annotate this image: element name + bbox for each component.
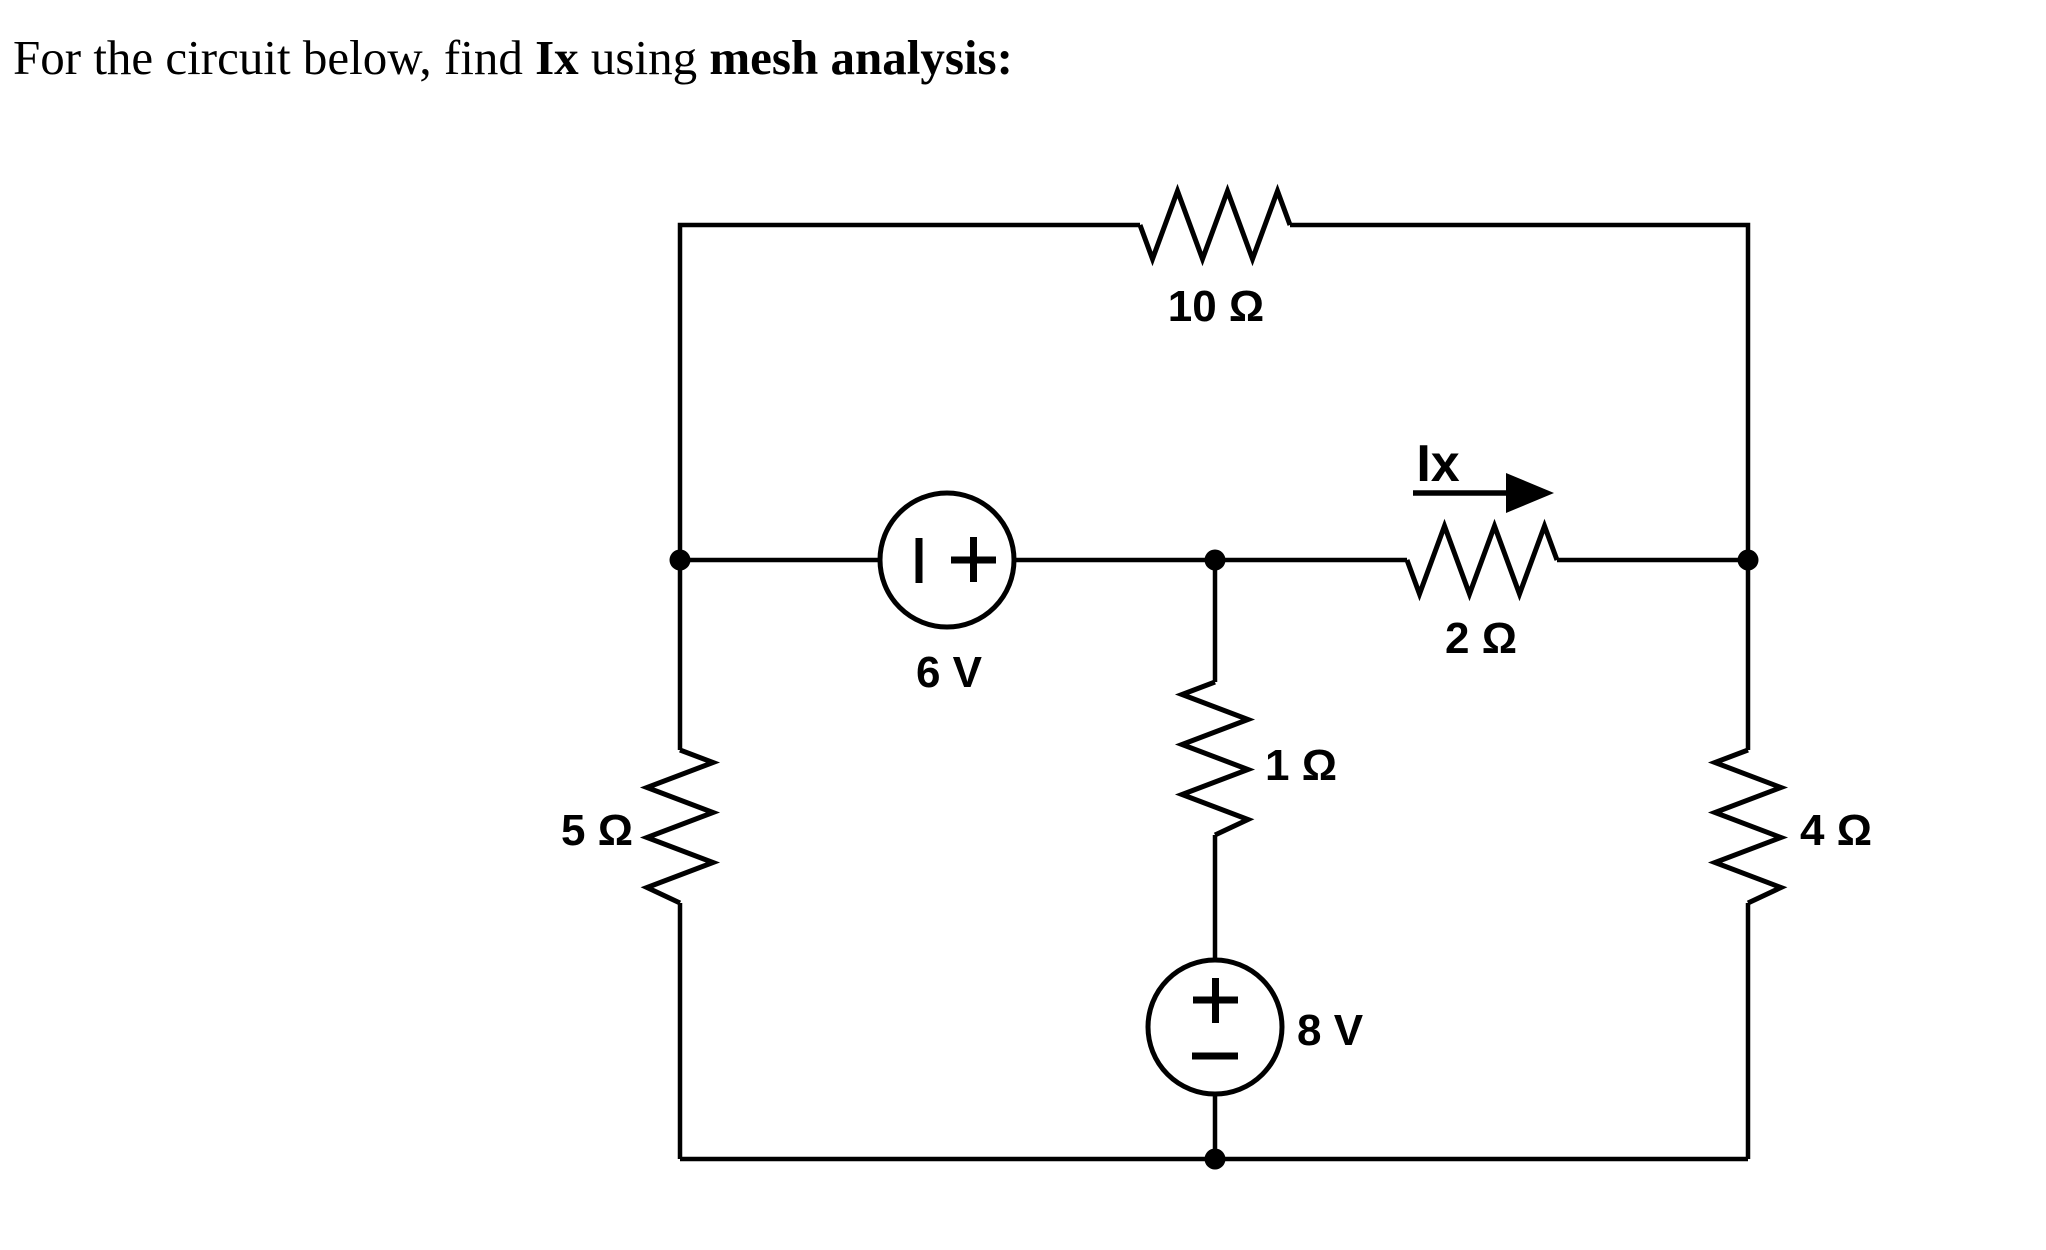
voltage-source-6v-label: 6 V [916,648,983,697]
resistor-2-ohm-zigzag [1404,518,1560,602]
title-text-prefix: For the circuit below, find [13,30,536,85]
resistor-2-ohm: 2 Ω [1404,518,1560,663]
voltage-source-6v-plus-terminal [951,537,996,582]
node-center-middle [1204,549,1226,571]
resistor-10-ohm-label: 10 Ω [1168,282,1264,331]
problem-statement: For the circuit below, find Ix using mes… [13,30,1013,86]
node-right-middle [1737,549,1759,571]
voltage-source-8v: 8 V [1145,957,1364,1097]
current-ix-annotation: Ix [1413,435,1554,513]
voltage-source-8v-plus-terminal [1193,978,1238,1023]
node-left-middle [669,549,691,571]
voltage-source-8v-circle [1145,957,1285,1097]
title-emphasis-ix: Ix [535,30,579,85]
resistor-10-ohm-zigzag [1137,183,1293,267]
resistor-2-ohm-label: 2 Ω [1445,614,1517,663]
resistor-4-ohm: 4 Ω [1707,747,1872,906]
wire-top-right [1290,222,1751,560]
resistor-10-ohm: 10 Ω [1137,183,1293,331]
resistor-4-ohm-label: 4 Ω [1800,806,1872,855]
circuit-wires [677,222,1751,1162]
junction-nodes [669,549,1759,1170]
resistor-1-ohm-label: 1 Ω [1265,741,1337,790]
resistor-1-ohm: 1 Ω [1174,679,1337,838]
voltage-source-8v-label: 8 V [1297,1006,1364,1055]
title-emphasis-mesh-analysis: mesh analysis: [709,30,1013,85]
resistor-1-ohm-zigzag [1174,679,1256,838]
current-ix-arrow-head [1506,473,1554,513]
current-ix-label: Ix [1416,435,1459,493]
wire-top-left [677,222,1140,560]
node-bottom-center [1204,1148,1226,1170]
resistor-5-ohm-label: 5 Ω [561,806,633,855]
voltage-source-6v-circle [877,490,1017,630]
resistor-5-ohm-zigzag [639,747,721,906]
voltage-source-6v: 6 V [877,490,1017,697]
resistor-5-ohm: 5 Ω [561,747,721,906]
title-text-connector: using [578,30,710,85]
resistor-4-ohm-zigzag [1707,747,1789,906]
